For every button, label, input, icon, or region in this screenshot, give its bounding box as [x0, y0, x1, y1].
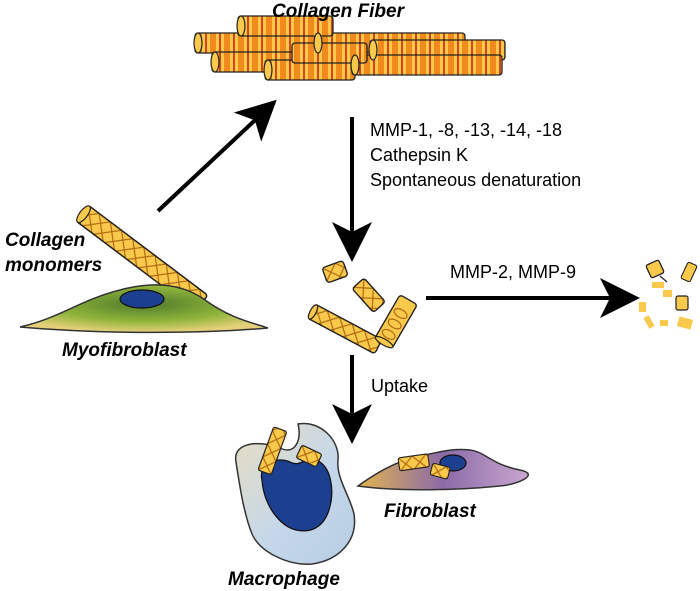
- fibroblast-cell: [356, 448, 529, 491]
- macrophage-label: Macrophage: [228, 569, 340, 590]
- collagen-fiber-bundle: [193, 15, 506, 81]
- myofibroblast-cell: [19, 284, 269, 334]
- collagen-monomers-label-line2: monomers: [5, 255, 102, 276]
- collagen-fragments: [307, 260, 417, 354]
- enzymes-label-line2: Cathepsin K: [370, 145, 468, 165]
- myofibroblast-label: Myofibroblast: [62, 340, 187, 361]
- myofibroblast-nucleus: [119, 289, 165, 309]
- uptake-label: Uptake: [371, 376, 428, 396]
- enzymes-label-line1: MMP-1, -8, -13, -14, -18: [370, 120, 562, 140]
- collagen-monomers-label-line1: Collagen: [5, 230, 85, 251]
- assembly-arrow: [156, 99, 277, 213]
- enzymes-label-line3: Spontaneous denaturation: [370, 170, 581, 190]
- macrophage-cell: [235, 422, 356, 565]
- collagen-fiber-label: Collagen Fiber: [272, 1, 406, 22]
- fibroblast-label: Fibroblast: [384, 501, 477, 522]
- macrophage-nucleus: [260, 458, 333, 532]
- small-fragments: [639, 259, 698, 330]
- gelatinases-label: MMP-2, MMP-9: [450, 262, 576, 282]
